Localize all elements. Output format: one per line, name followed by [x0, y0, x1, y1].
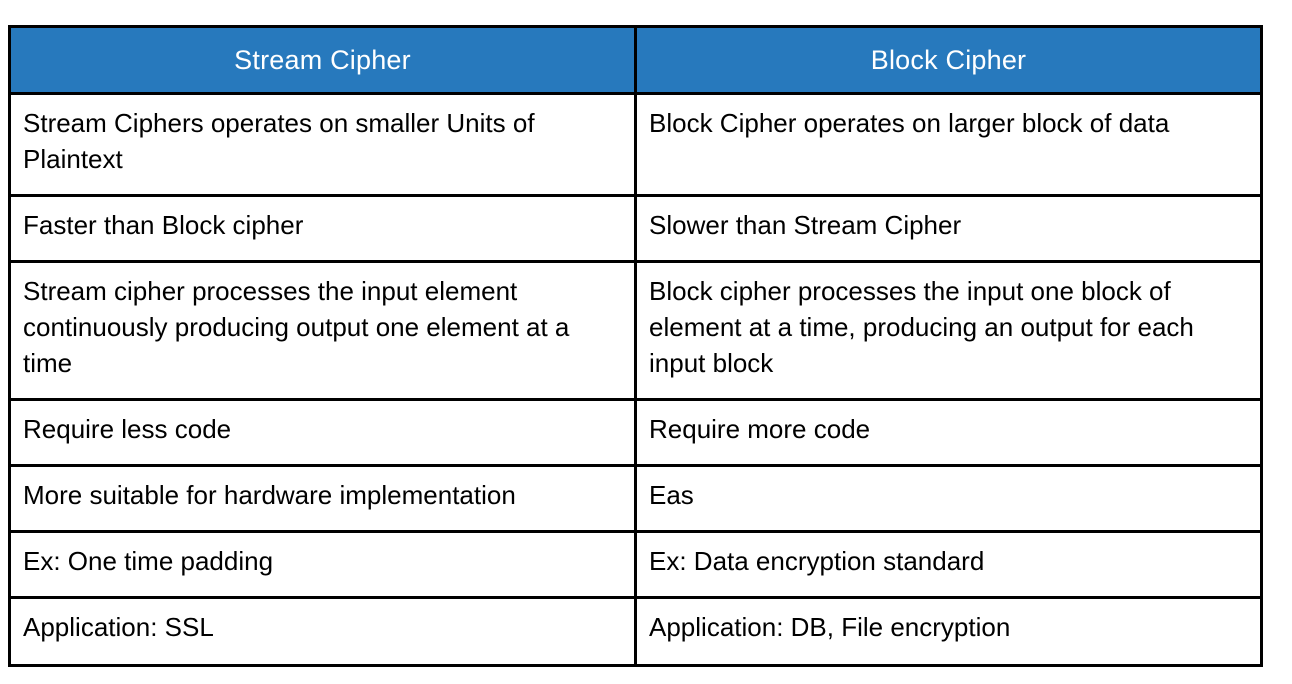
table-header: Stream Cipher Block Cipher [8, 25, 1263, 95]
cell-text: Block Cipher operates on larger block of… [649, 108, 1170, 138]
cell-block-5: Eas [634, 464, 1263, 533]
cell-block-7: Application: DB, File encryption [634, 596, 1263, 667]
cell-stream-4: Require less code [8, 398, 637, 467]
cell-text: Faster than Block cipher [23, 210, 304, 240]
header-row: Stream Cipher Block Cipher [8, 25, 1263, 95]
cell-stream-3: Stream cipher processes the input elemen… [8, 260, 637, 401]
cell-text: Ex: Data encryption standard [649, 546, 985, 576]
column-header-stream-cipher: Stream Cipher [8, 25, 637, 95]
cell-stream-7: Application: SSL [8, 596, 637, 667]
cell-text: Application: DB, File encryption [649, 612, 1011, 642]
cell-block-6: Ex: Data encryption standard [634, 530, 1263, 599]
cell-block-2: Slower than Stream Cipher [634, 194, 1263, 263]
cell-text: Slower than Stream Cipher [649, 210, 962, 240]
stream-vs-block-cipher-table: Stream Cipher Block Cipher Stream Cipher… [8, 25, 1263, 667]
cell-text: More suitable for hardware implementatio… [23, 480, 516, 510]
table-row: Require less code Require more code [8, 398, 1263, 467]
table-row: Faster than Block cipher Slower than Str… [8, 194, 1263, 263]
cell-text: Stream Ciphers operates on smaller Units… [23, 108, 535, 174]
table-row: Ex: One time padding Ex: Data encryption… [8, 530, 1263, 599]
cell-text: Require more code [649, 414, 871, 444]
cell-block-1: Block Cipher operates on larger block of… [634, 92, 1263, 197]
table-row: Stream Ciphers operates on smaller Units… [8, 92, 1263, 197]
cell-text: Ex: One time padding [23, 546, 274, 576]
cell-stream-2: Faster than Block cipher [8, 194, 637, 263]
cell-stream-5: More suitable for hardware implementatio… [8, 464, 637, 533]
cell-text: Require less code [23, 414, 232, 444]
cell-text: Block cipher processes the input one blo… [649, 276, 1194, 378]
cell-text: Stream cipher processes the input elemen… [23, 276, 570, 378]
table-row: Application: SSL Application: DB, File e… [8, 596, 1263, 667]
cell-text: Application: SSL [23, 612, 214, 642]
comparison-table-container: Stream Cipher Block Cipher Stream Cipher… [8, 25, 1263, 667]
table-body: Stream Ciphers operates on smaller Units… [8, 92, 1263, 667]
table-row: Stream cipher processes the input elemen… [8, 260, 1263, 401]
cell-stream-6: Ex: One time padding [8, 530, 637, 599]
column-header-block-cipher: Block Cipher [634, 25, 1263, 95]
cell-stream-1: Stream Ciphers operates on smaller Units… [8, 92, 637, 197]
cell-text: Eas [649, 480, 694, 510]
cell-block-3: Block cipher processes the input one blo… [634, 260, 1263, 401]
table-row: More suitable for hardware implementatio… [8, 464, 1263, 533]
cell-block-4: Require more code [634, 398, 1263, 467]
